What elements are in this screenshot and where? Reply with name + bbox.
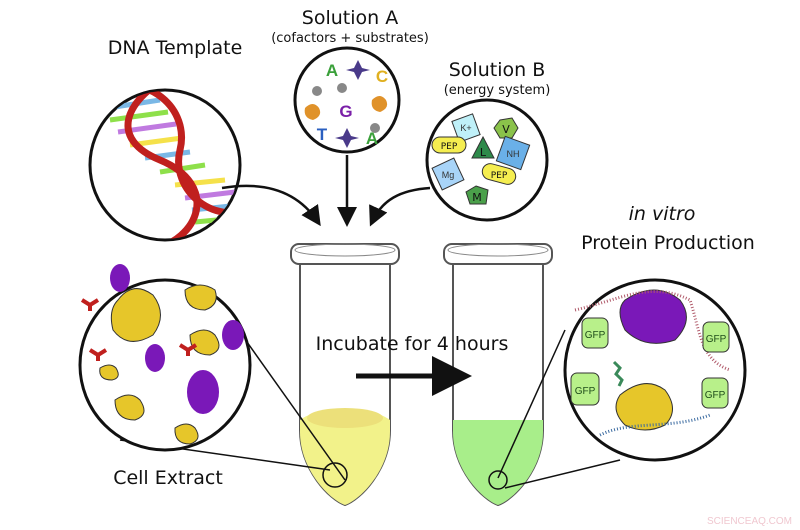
solution-b-to-tube-arrow [369,186,431,227]
letter-g: G [339,102,352,121]
cofactor-shape [371,96,388,112]
dna-to-tube-arrow [221,184,321,227]
methionine-label: M [472,191,482,204]
solution-a-circle: A C G T A [293,46,401,154]
in-vitro-label: in vitro [629,203,696,225]
letter-c: C [376,67,388,86]
gfp-protein: GFP [581,317,609,349]
reaction-tube-before [290,243,400,507]
gfp-protein: GFP [701,377,729,409]
gfp-protein: GFP [702,321,730,353]
protein-production-circle: GFP GFP GFP GFP [488,278,747,490]
gfp-label: GFP [706,334,727,345]
solution-b-subtitle: (energy system) [444,83,551,98]
gfp-protein: GFP [570,372,600,406]
molecule-dot [370,123,380,133]
leucine-label: L [480,146,487,159]
cell-extract-circle [78,264,348,488]
letter-a: A [366,129,378,148]
star-shape [335,128,359,148]
nh-label: NH [507,149,520,159]
watermark: SCIENCEAQ.COM [707,516,792,527]
gfp-label: GFP [585,330,606,341]
solution-a-subtitle: (cofactors + substrates) [271,31,429,46]
letter-a: A [326,61,338,80]
pep-label: PEP [441,142,458,152]
letter-t: T [317,125,328,144]
nascent-peptide [612,360,624,387]
solution-a-title: Solution A [302,7,398,29]
cofactor-shape [304,104,321,120]
potassium-label: K+ [460,123,471,133]
valine-label: V [502,123,510,136]
solution-b-circle: K+ V PEP L NH Mg PEP M [425,98,549,222]
dna-template-label: DNA Template [108,37,243,59]
molecule-dot [312,86,322,96]
gfp-label: GFP [575,386,596,397]
pep-label: PEP [491,171,508,181]
star-shape [346,60,370,80]
gfp-label: GFP [705,390,726,401]
dna-template-circle [88,88,242,242]
magnesium-label: Mg [442,170,455,180]
incubate-label: Incubate for 4 hours [316,333,509,355]
protein-production-label: Protein Production [581,232,755,254]
solution-b-title: Solution B [449,59,545,81]
molecule-dot [337,83,347,93]
cell-extract-label: Cell Extract [113,467,223,489]
